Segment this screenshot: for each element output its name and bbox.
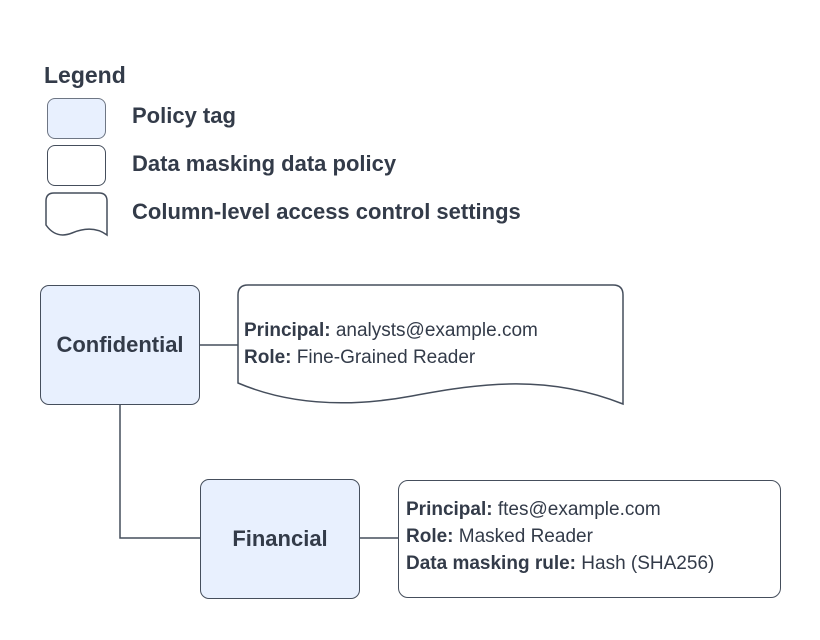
node-label: Financial [232, 526, 328, 551]
settings-line: Role: Fine-Grained Reader [244, 344, 538, 371]
settings-line: Principal: analysts@example.com [244, 317, 538, 344]
financial-masking-policy-text: Principal: ftes@example.com Role: Masked… [406, 496, 714, 577]
node-financial: Financial [200, 479, 360, 599]
policy-line-value: Masked Reader [453, 526, 593, 547]
node-confidential: Confidential [40, 285, 200, 405]
legend-item-label: Policy tag [132, 103, 236, 128]
legend-title: Legend [44, 62, 126, 88]
settings-line-label: Role: [244, 347, 292, 368]
connector-confidential-to-financial [119, 405, 200, 539]
settings-line-value: analysts@example.com [330, 320, 538, 341]
settings-line-value: Fine-Grained Reader [291, 347, 476, 368]
legend-data-masking-policy-swatch [47, 145, 106, 186]
policy-line-value: Hash (SHA256) [576, 553, 715, 574]
policy-line: Principal: ftes@example.com [406, 496, 714, 523]
policy-line-label: Data masking rule: [406, 553, 576, 574]
policy-line-value: ftes@example.com [492, 499, 661, 520]
settings-line-label: Principal: [244, 320, 331, 341]
financial-masking-policy-shape [398, 480, 781, 598]
node-label: Confidential [56, 332, 184, 357]
policy-line-label: Principal: [406, 499, 493, 520]
legend-policy-tag-swatch [47, 98, 106, 139]
policy-line: Data masking rule: Hash (SHA256) [406, 550, 714, 577]
confidential-access-settings-shape [237, 284, 624, 406]
legend-item-label: Column-level access control settings [132, 199, 521, 224]
legend-item-label: Data masking data policy [132, 151, 397, 176]
legend-document-swatch [45, 192, 108, 237]
confidential-access-settings-text: Principal: analysts@example.com Role: Fi… [244, 317, 538, 371]
policy-line-label: Role: [406, 526, 454, 547]
policy-line: Role: Masked Reader [406, 523, 714, 550]
